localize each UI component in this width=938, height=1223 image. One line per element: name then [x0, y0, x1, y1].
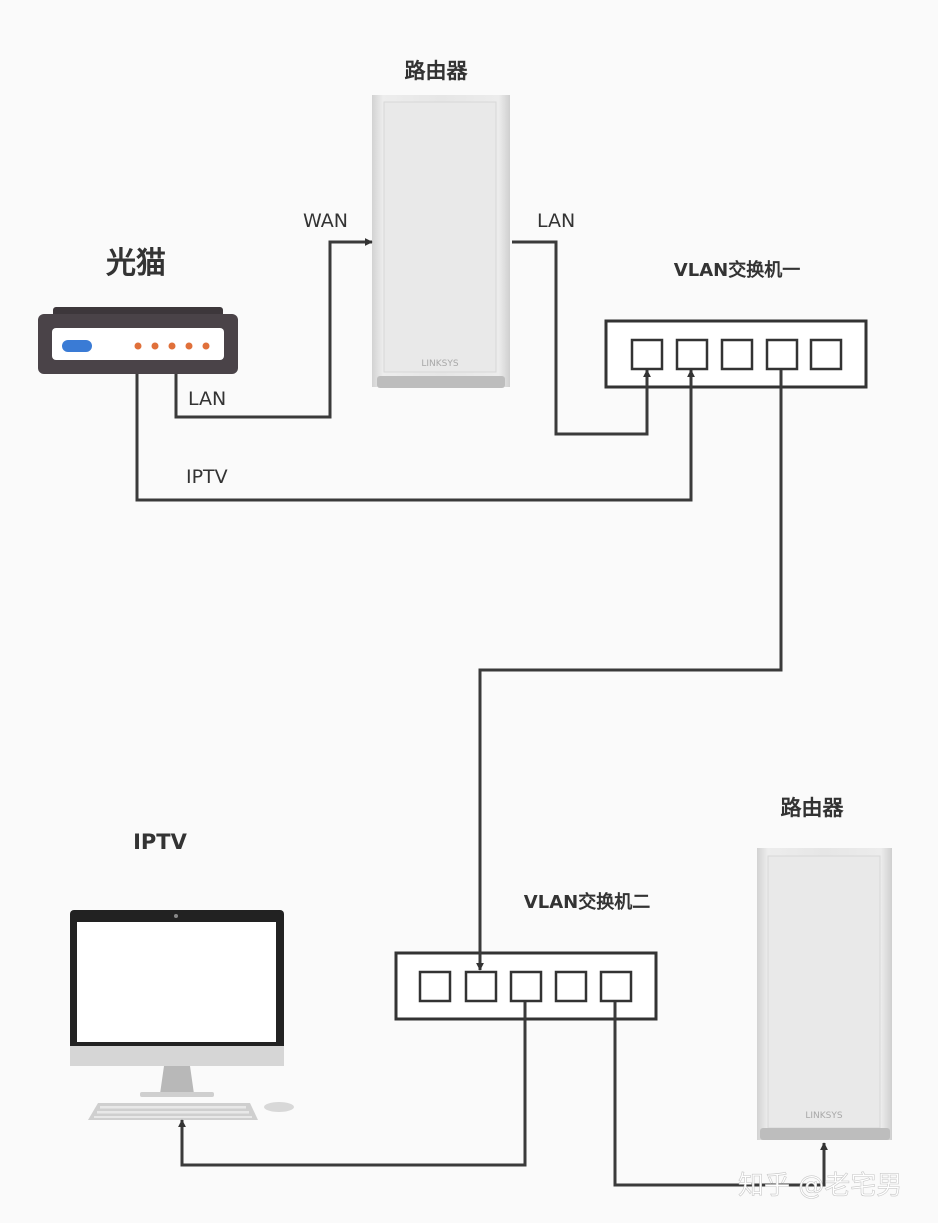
modem-led — [134, 342, 142, 350]
router-top-brand: LINKSYS — [421, 359, 459, 369]
watermark: 知乎 @老宅男 — [738, 1171, 902, 1201]
wire-modem-iptv-to-switch-one — [135, 369, 695, 502]
iptv-device-label: IPTV — [133, 830, 188, 854]
router-bottom-brand: LINKSYS — [805, 1111, 843, 1121]
wire-switch-two-to-router-bottom — [613, 1002, 828, 1187]
router-top-label: 路由器 — [405, 59, 469, 83]
switch-one-icon — [604, 319, 868, 389]
router-bottom-label: 路由器 — [781, 796, 845, 820]
wire-switch-one-to-switch-two — [476, 370, 783, 971]
router-bottom-icon: LINKSYS — [757, 848, 892, 1140]
iptv-computer-icon — [70, 910, 294, 1120]
switch-two-port — [599, 970, 633, 1003]
switch-two-port — [554, 970, 588, 1003]
router-top-icon: LINKSYS — [372, 95, 510, 388]
wire-modem-lan-to-router-wan — [174, 238, 373, 419]
switch-two-port — [509, 970, 543, 1003]
modem-led — [202, 342, 210, 350]
switch-two-icon — [394, 951, 658, 1021]
modem-lan-label: LAN — [188, 388, 226, 410]
modem-led — [185, 342, 193, 350]
wan-label: WAN — [303, 210, 348, 232]
switch-two-label: VLAN交换机二 — [524, 891, 650, 913]
modem-led — [151, 342, 159, 350]
switch-one-port — [630, 338, 664, 371]
switch-two-port — [418, 970, 452, 1003]
wire-router-lan-to-switch-one — [512, 240, 651, 436]
modem-label: 光猫 — [106, 246, 166, 281]
wire-switch-two-to-iptv — [178, 1002, 527, 1167]
modem-led — [168, 342, 176, 350]
switch-one-port — [720, 338, 754, 371]
switch-one-label: VLAN交换机一 — [674, 259, 800, 281]
switch-one-port — [765, 338, 799, 371]
modem-icon — [38, 307, 238, 374]
switch-two-port — [464, 970, 498, 1003]
router-lan-label: LAN — [537, 210, 575, 232]
switch-one-port — [675, 338, 709, 371]
switch-one-port — [809, 338, 843, 371]
modem-iptv-label: IPTV — [186, 466, 228, 488]
modem-status-light — [62, 340, 92, 352]
